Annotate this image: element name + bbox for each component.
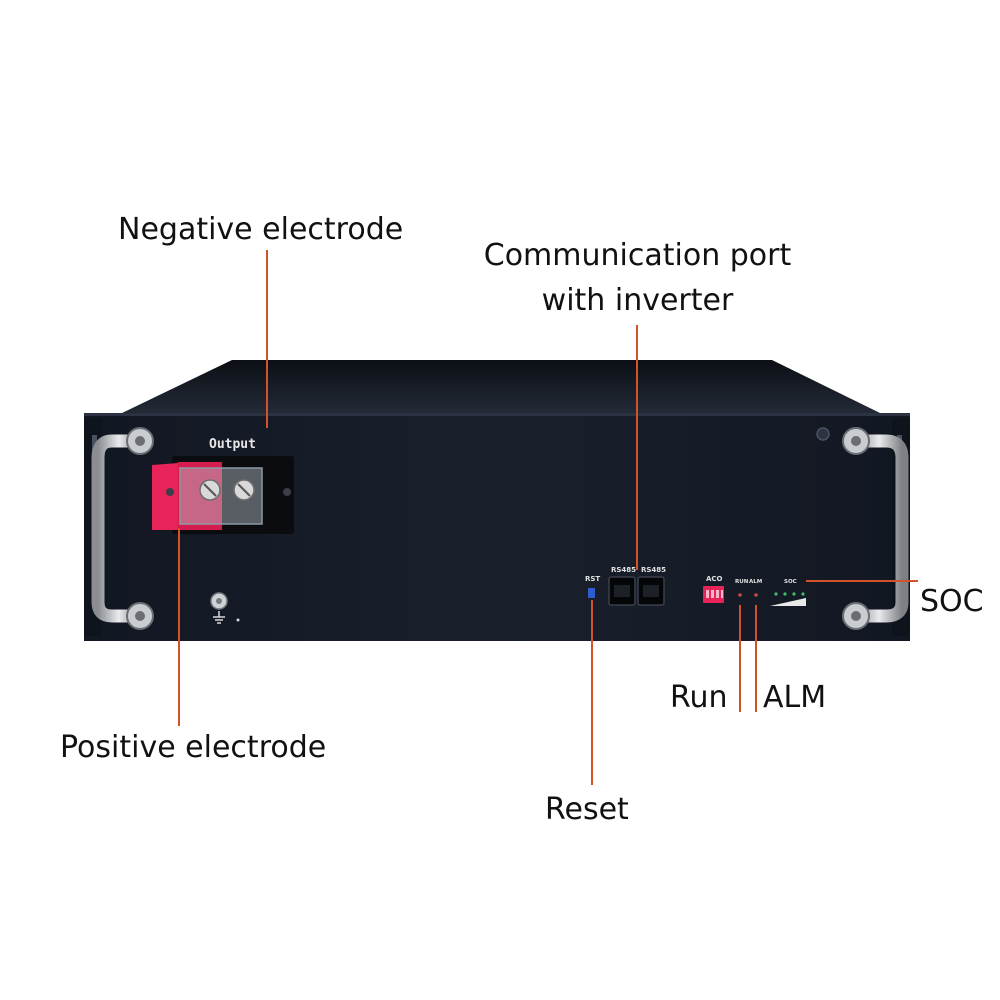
dip-switch-levers [706,590,723,598]
rs485-left-port-socket [614,585,630,597]
alm-led-label: ALM [749,579,762,585]
adc-label: ACO [706,575,723,583]
soc-callout: SOC [920,584,984,619]
ground-screw-head [216,598,222,604]
positive-terminal-cover [152,462,192,530]
alm-callout: ALM [763,680,827,715]
right-handle-bottom-screw-head [851,611,861,621]
rs485-right-port-socket [643,585,659,597]
terminal-corner-screw [166,488,174,496]
battery-top-lid [122,360,880,413]
run-led-label: RUN [735,579,749,585]
panel-indicator-hole [816,427,830,441]
positive-screw-slot [203,483,217,497]
rs485-right-label: RS485 [641,566,666,574]
left-handle-top-screw-head [135,436,145,446]
communication-port-callout-line2: with inverter [541,283,734,318]
left-handle-bottom-screw-head [135,611,145,621]
terminal-clear-shield [179,467,263,525]
communication-port-callout-line1: Communication port [483,238,792,273]
negative-screw-slot [237,483,251,497]
panel-edge-highlight [84,413,910,416]
negative-electrode-callout: Negative electrode [118,212,404,247]
reset-callout: Reset [545,792,629,827]
right-handle-top-screw-head [851,436,861,446]
soc-level-wedge-icon [770,598,806,606]
soc-led-label: SOC [784,579,797,585]
output-label: Output [209,437,256,452]
ground-mark-dot [236,618,240,622]
communication-port-callout: Communication port with inverter [470,233,805,323]
rs485-left-label: RS485 [611,566,636,574]
positive-electrode-callout: Positive electrode [60,730,327,765]
left-handle [91,434,147,623]
terminal-right-screw [283,488,291,496]
rst-label: RST [585,575,600,583]
leader-lines [178,250,918,785]
run-callout: Run [670,680,728,715]
ground-symbol-icon [213,611,225,624]
run-led [738,593,742,597]
reset-button [588,588,595,598]
alm-led [754,593,758,597]
right-handle [849,434,909,623]
soc-led-row [774,592,805,596]
